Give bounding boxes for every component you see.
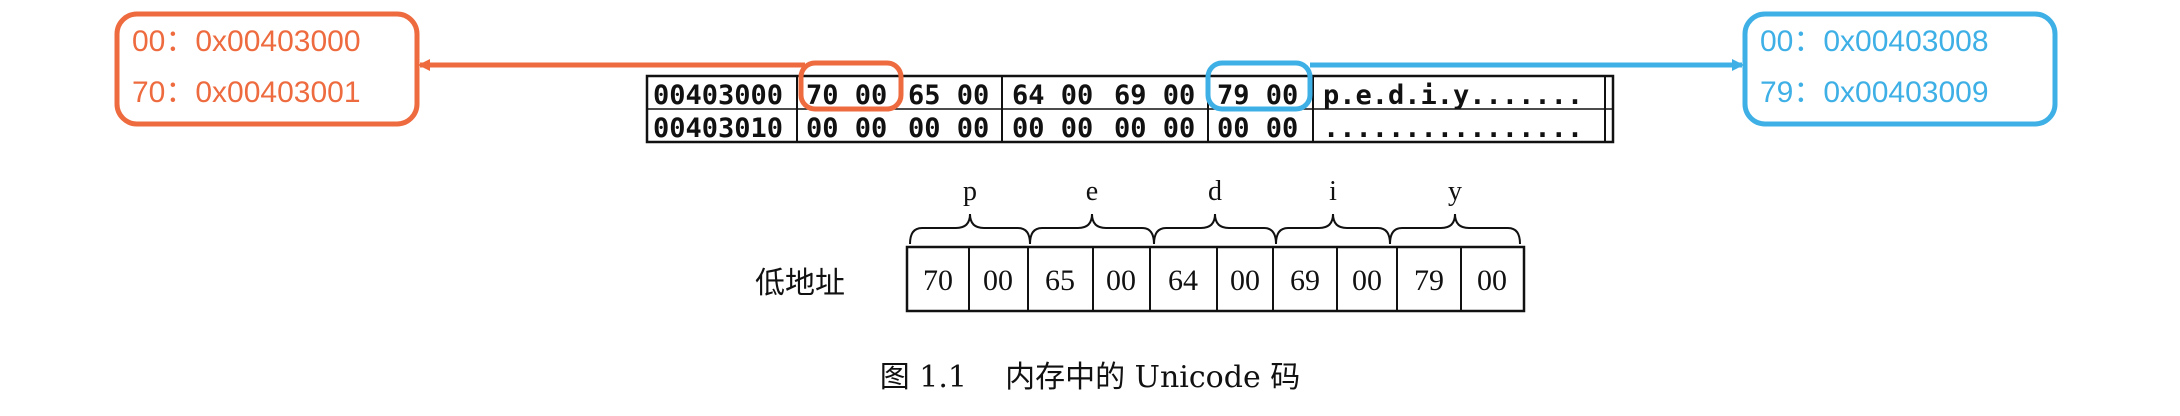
left-callout-box (114, 11, 420, 127)
hex-row1-group4: 69 00 (1114, 80, 1195, 111)
brace-i (1275, 213, 1391, 245)
left-callout-line1: 00：0x00403000 (132, 25, 361, 58)
cell-value-1: 70 (923, 264, 953, 297)
cell-value-8: 00 (1352, 264, 1382, 297)
cell-value-3: 65 (1045, 264, 1075, 297)
hex-row1-group3: 64 00 (1012, 80, 1093, 111)
cell-value-4: 00 (1106, 264, 1136, 297)
hex-row1-group5: 79 00 (1217, 80, 1298, 111)
char-label-y: y (1448, 176, 1462, 207)
right-callout-line2: 79：0x00403009 (1760, 76, 1989, 109)
right-callout-box (1742, 11, 2058, 127)
hex-row1-group1: 70 00 (806, 80, 887, 111)
char-label-p: p (963, 176, 977, 207)
orange-highlight (798, 60, 904, 112)
brace-y (1389, 213, 1521, 245)
hex-row2-group4: 00 00 (1114, 113, 1195, 144)
cell-value-6: 00 (1230, 264, 1260, 297)
left-callout-line2: 70：0x00403001 (132, 76, 361, 109)
right-callout-line1: 00：0x00403008 (1760, 25, 1989, 58)
cell-value-10: 00 (1477, 264, 1507, 297)
hex-row2-ascii: ................ (1323, 113, 1583, 144)
hex-row1-ascii: p.e.d.i.y....... (1323, 80, 1583, 111)
hex-row2-group3: 00 00 (1012, 113, 1093, 144)
cell-value-5: 64 (1168, 264, 1198, 297)
brace-group (909, 213, 1521, 245)
cell-value-9: 79 (1414, 264, 1444, 297)
char-label-e: e (1086, 176, 1098, 207)
memory-cells: 70 00 65 00 64 00 69 00 79 00 (905, 245, 1526, 313)
brace-d (1153, 213, 1277, 245)
char-label-d: d (1208, 176, 1222, 207)
low-address-label: 低地址 (755, 266, 845, 301)
hex-dump: 00403000 70 00 65 00 64 00 69 00 79 00 p… (645, 74, 1615, 144)
memory-cells-border (905, 245, 1526, 313)
blue-highlight (1205, 60, 1313, 112)
hex-row2-group1: 00 00 (806, 113, 887, 144)
figure-caption: 图 1.1 内存中的 Unicode 码 (880, 360, 1300, 395)
left-callout: 00：0x00403000 70：0x00403001 (114, 11, 420, 127)
brace-p (909, 213, 1031, 245)
char-label-i: i (1329, 176, 1337, 207)
hex-row2-group2: 00 00 (908, 113, 989, 144)
hex-row2-address: 00403010 (653, 113, 783, 144)
cell-value-7: 69 (1290, 264, 1320, 297)
hex-row1-group2: 65 00 (908, 80, 989, 111)
brace-e (1029, 213, 1155, 245)
hex-row1-address: 00403000 (653, 80, 783, 111)
cell-value-2: 00 (983, 264, 1013, 297)
right-callout: 00：0x00403008 79：0x00403009 (1742, 11, 2058, 127)
hex-row2-group5: 00 00 (1217, 113, 1298, 144)
